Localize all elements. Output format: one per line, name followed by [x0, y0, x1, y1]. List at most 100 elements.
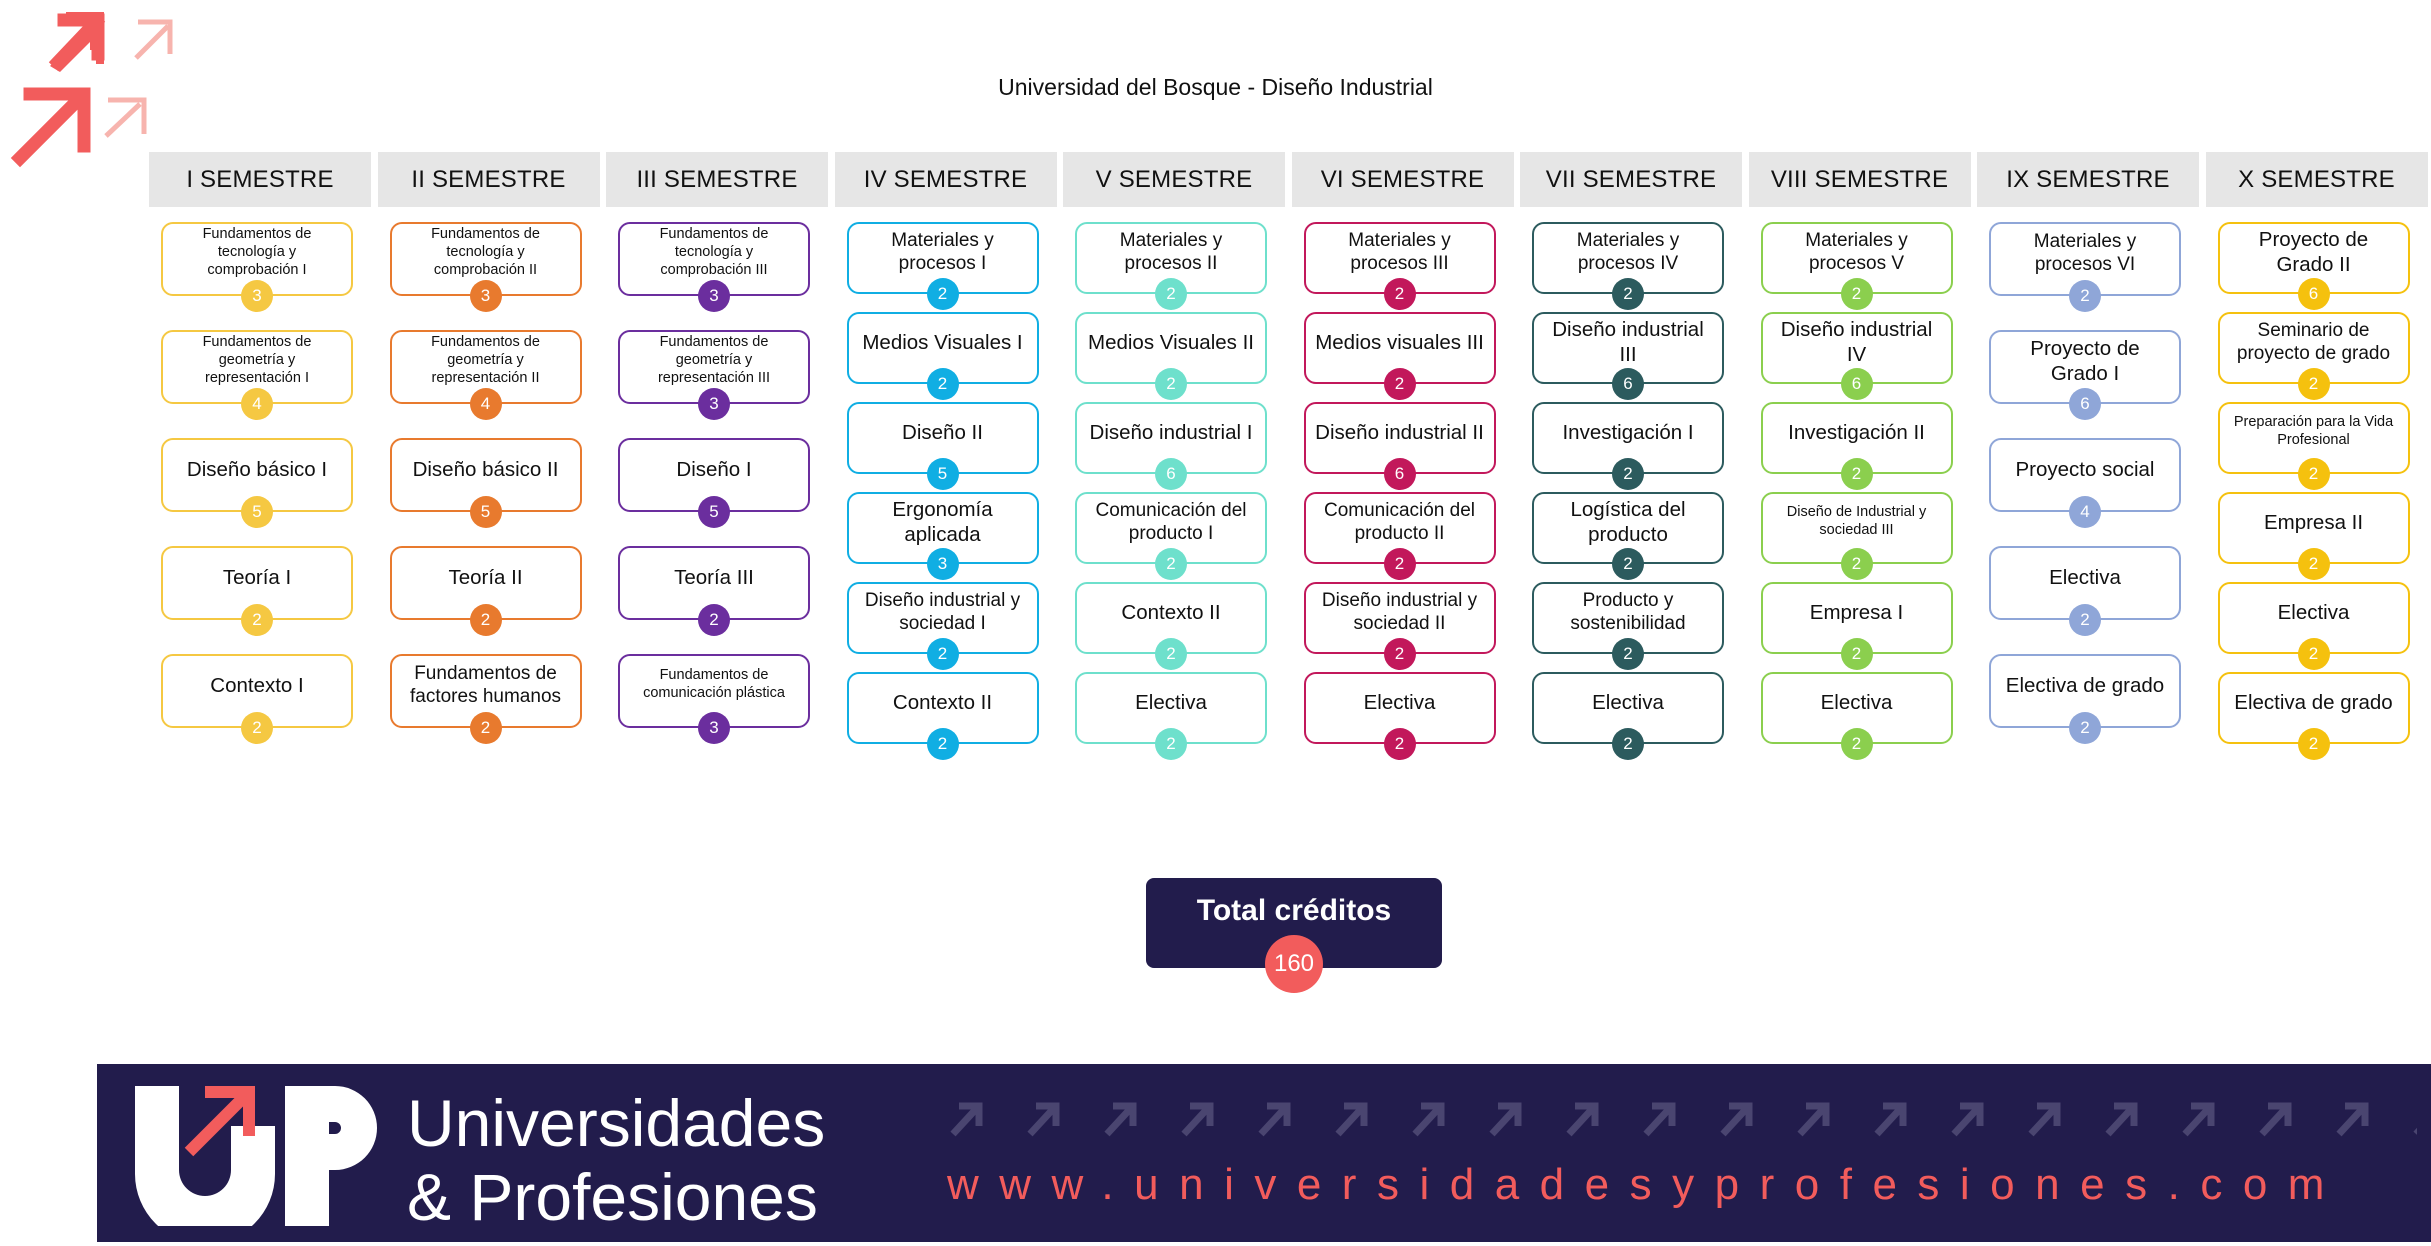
course-name: Electiva — [2277, 600, 2350, 624]
course-name: Contexto II — [1121, 600, 1221, 624]
course-name: Electiva — [1135, 690, 1207, 714]
semester-header: I SEMESTRE — [149, 152, 371, 207]
footer-url[interactable]: www.universidadesyprofesiones.com — [947, 1160, 2345, 1209]
course-credits-badge: 2 — [1155, 278, 1187, 310]
footer-arrow-icon — [2259, 1102, 2292, 1137]
course-card[interactable]: Fundamentos de geometría y representació… — [161, 330, 353, 420]
footer-arrow-icon — [2336, 1102, 2369, 1137]
footer-arrow-icon — [2028, 1102, 2061, 1137]
course-name: Contexto I — [210, 673, 304, 697]
footer-arrow-icon — [1104, 1102, 1137, 1137]
course-card[interactable]: Fundamentos de tecnología y comprobación… — [618, 222, 810, 312]
course-card[interactable]: Diseño industrial y sociedad II 2 — [1303, 582, 1496, 670]
course-card[interactable]: Fundamentos de tecnología y comprobación… — [389, 222, 582, 312]
course-credits-badge: 2 — [469, 604, 502, 636]
course-card[interactable]: Fundamentos de tecnología y comprobación… — [161, 222, 353, 312]
course-credits-badge: 2 — [1840, 548, 1873, 580]
course-name: Medios visuales III — [1315, 330, 1484, 354]
footer-arrow-icon — [1258, 1102, 1291, 1137]
semester-header: VIII SEMESTRE — [1748, 152, 1971, 207]
footer-arrow-icon — [1720, 1102, 1753, 1137]
course-name: Diseño industrial II — [1315, 420, 1484, 444]
course-credits-badge: 2 — [1383, 728, 1416, 760]
course-credits-badge: 2 — [2297, 368, 2330, 400]
course-credits-badge: 4 — [2069, 496, 2101, 528]
course-credits-badge: 2 — [926, 368, 959, 400]
course-name: Diseño básico I — [186, 457, 328, 481]
course-card[interactable]: Contexto II 2 — [1075, 582, 1267, 670]
course-credits-badge: 5 — [469, 496, 502, 528]
semester-header: IV SEMESTRE — [834, 152, 1057, 207]
course-credits-badge: 2 — [1840, 638, 1873, 670]
semester-header: IX SEMESTRE — [1977, 152, 2199, 207]
course-credits-badge: 2 — [1840, 458, 1873, 490]
course-name: Materiales y procesos III — [1348, 229, 1451, 274]
course-card[interactable]: Fundamentos de geometría y representació… — [618, 330, 810, 420]
course-credits-badge: 2 — [1383, 638, 1416, 670]
course-name: Fundamentos de geometría y representació… — [431, 334, 540, 386]
course-credits-badge: 2 — [469, 712, 502, 744]
course-name: Materiales y procesos IV — [1576, 229, 1680, 274]
course-name: Fundamentos de comunicación plástica — [643, 667, 785, 701]
course-credits-badge: 2 — [2297, 548, 2330, 580]
course-card[interactable]: Fundamentos de geometría y representació… — [389, 330, 582, 420]
course-name: Empresa II — [2263, 510, 2364, 534]
course-name: Diseño I — [676, 457, 752, 481]
course-credits-badge: 2 — [1155, 638, 1187, 670]
course-credits-badge: 2 — [2069, 712, 2101, 744]
course-credits-badge: 2 — [2069, 280, 2101, 312]
course-card[interactable]: Empresa II 2 — [2217, 492, 2410, 580]
course-name: Diseño industrial y sociedad II — [1321, 589, 1478, 634]
